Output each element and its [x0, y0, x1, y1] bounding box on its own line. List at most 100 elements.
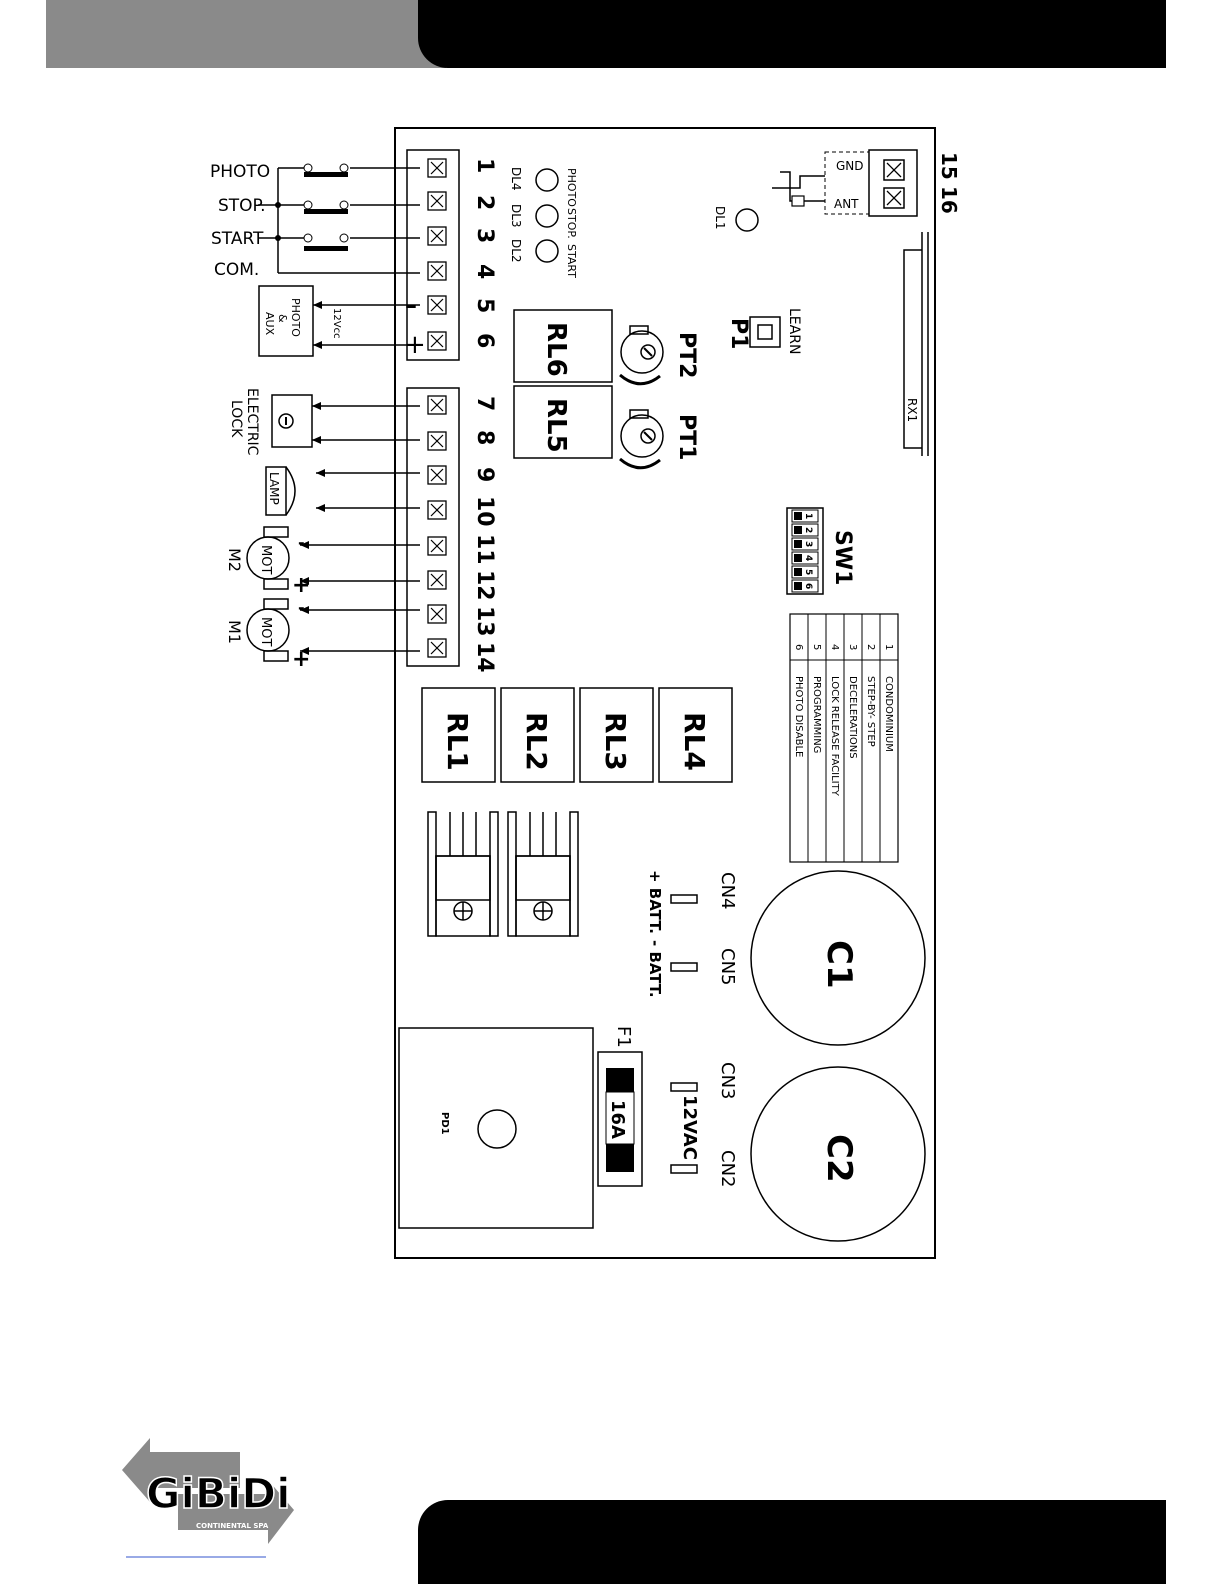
fuse-f1: 16A F1 — [597, 1026, 643, 1187]
screw-cross — [430, 334, 444, 348]
capacitor-c2-label: C2 — [819, 1134, 859, 1183]
terminal-screw — [427, 536, 447, 556]
capacitor-c2: C2 — [750, 1066, 926, 1242]
bridge-label: PD1 — [439, 1112, 450, 1135]
dip-switch-knob — [794, 526, 802, 534]
led-id-dl2: DL2 — [509, 239, 523, 263]
label-photo: PHOTO — [210, 162, 270, 182]
screw-cross — [430, 229, 444, 243]
led-label-photo: PHOTO — [565, 168, 578, 207]
dip-switch-number: 6 — [803, 583, 813, 589]
lamp-label: LAMP — [267, 472, 281, 505]
screw-cross — [430, 468, 444, 482]
sw-table-fn-5: PROGRAMMING — [811, 676, 822, 753]
relay-rl6: RL6 — [513, 309, 613, 383]
header-black-bar — [418, 0, 1166, 68]
label-stop: STOP. — [218, 196, 266, 216]
label-com: COM. — [214, 260, 259, 280]
batt-minus-label: - BATT. — [646, 940, 664, 998]
screw-cross — [430, 573, 444, 587]
relay-rl1: RL1 — [421, 687, 496, 783]
screw-cross — [430, 503, 444, 517]
heatsink-2 — [507, 811, 579, 937]
footer-black-bar — [418, 1500, 1166, 1584]
terminal-screw — [427, 331, 447, 351]
switch-function-table: 1 2 3 4 5 6 CONDOMINIUM STEP-BY- STEP DE… — [789, 613, 899, 863]
relay-rl4-label: RL4 — [678, 712, 711, 771]
sw-table-fn-1: CONDOMINIUM — [883, 676, 894, 752]
sw-table-fn-3: DECELERATIONS — [847, 676, 858, 759]
terminal-screw — [427, 431, 447, 451]
screw-cross — [430, 264, 444, 278]
label-start: START — [211, 229, 264, 249]
sw-table-n-5: 5 — [811, 644, 822, 650]
dip-switch-cell — [791, 537, 819, 551]
motor-m1-plus: + — [292, 647, 310, 672]
screw-cross — [430, 398, 444, 412]
antenna-connector: GND ANT 15 16 — [772, 149, 961, 217]
dip-switch-knob — [794, 554, 802, 562]
receiver-rx1-label: RX1 — [905, 398, 919, 422]
terminal-screw — [427, 570, 447, 590]
terminal-number-3: 3 — [472, 228, 497, 243]
terminal-number-14: 14 — [472, 642, 497, 673]
learn-p1-label: P1 — [726, 318, 751, 349]
led-id-dl1: DL1 — [713, 206, 727, 230]
terminal-screw — [427, 226, 447, 246]
input-labels: PHOTO STOP. START COM. — [210, 162, 270, 280]
sw-table-n-4: 4 — [829, 644, 840, 650]
capacitor-c1: C1 — [750, 870, 926, 1046]
dip-switch-number: 3 — [803, 541, 813, 547]
electric-lock: ELECTRIC LOCK — [228, 388, 420, 456]
logo-brand: GiBiDi — [146, 1469, 291, 1518]
led-label-stop: STOP. — [565, 208, 578, 239]
motor-m2-plus: + — [292, 573, 310, 598]
cn3-label: CN3 — [717, 1062, 738, 1100]
heatsink-1 — [427, 811, 499, 937]
fuse-id: F1 — [613, 1026, 634, 1048]
learn-label: LEARN — [786, 308, 802, 354]
relay-rl2-label: RL2 — [520, 712, 553, 771]
led-id-dl4: DL4 — [509, 167, 523, 191]
trimmer-pt2: PT2 — [619, 325, 699, 386]
status-leds: DL4 DL3 DL2 PHOTO STOP. START DL1 — [509, 167, 759, 278]
ac-connectors: CN3 CN2 12VAC — [670, 1062, 738, 1188]
sw-table-fn-6: PHOTO DISABLE — [793, 676, 804, 757]
relay-rl2: RL2 — [500, 687, 575, 783]
terminal-block-bottom — [406, 387, 460, 667]
dip-switch-number: 1 — [803, 513, 813, 519]
screw-cross — [430, 161, 444, 175]
terminal-numbers: 1 2 3 4 5 6 7 8 9 10 11 12 13 14 — [472, 158, 497, 673]
terminal-screw — [427, 465, 447, 485]
motor-m2-label: MOT — [258, 545, 273, 574]
relay-rl5: RL5 — [513, 385, 613, 459]
sw-table-n-2: 2 — [865, 644, 876, 650]
terminal-screw — [427, 158, 447, 178]
minus-sign: – — [405, 291, 417, 319]
dip-switch-knob — [794, 582, 802, 590]
motor-m1-minus: - — [298, 598, 305, 617]
dip-switch-knob — [794, 568, 802, 576]
dip-switch-number: 2 — [803, 527, 813, 533]
screw-cross — [430, 194, 444, 208]
battery-connectors: CN4 CN5 + BATT. - BATT. — [646, 870, 738, 998]
screw-cross — [430, 298, 444, 312]
capacitor-c1-label: C1 — [819, 940, 859, 989]
sw-table-fn-4: LOCK RELEASE FACILITY — [829, 676, 840, 797]
motor-m2: MOT M2 - + — [225, 526, 420, 598]
cn5-label: CN5 — [717, 948, 738, 986]
terminal-block-top — [406, 149, 460, 361]
antenna-ant-label: ANT — [834, 197, 859, 211]
board-outline — [394, 127, 936, 1259]
bridge-pd1: PD1 — [398, 1027, 594, 1229]
relay-rl1-label: RL1 — [441, 712, 474, 771]
terminal-screw — [427, 261, 447, 281]
gibidi-logo: GiBiDi CONTINENTAL SPA — [122, 1438, 294, 1558]
screw-cross — [430, 641, 444, 655]
terminal-number-5: 5 — [472, 298, 497, 313]
trimmer-pt1-label: PT1 — [674, 414, 699, 460]
electric-lock-line-1: ELECTRIC — [244, 388, 260, 456]
motor-m1: MOT M1 - + — [225, 598, 420, 672]
motor-m1-name: M1 — [225, 620, 244, 644]
